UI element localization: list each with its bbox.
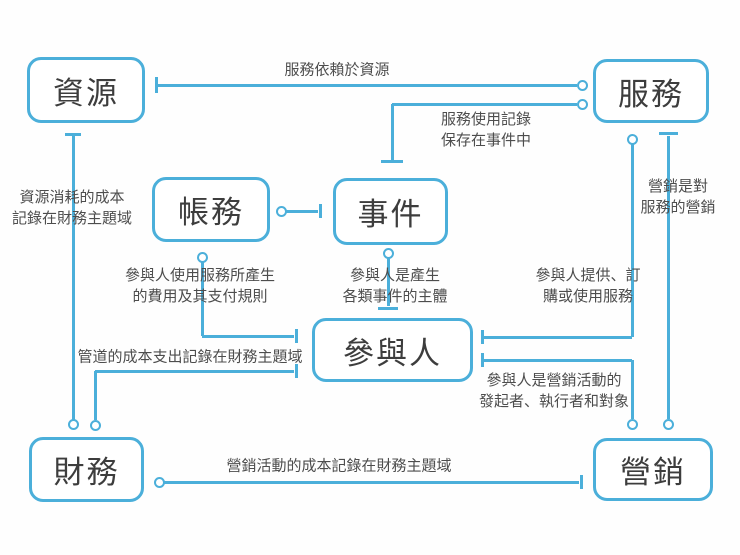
edge-resource-to-finance-line	[71, 136, 75, 420]
edge-resource-to-finance-endpoint-dot-icon	[67, 418, 79, 430]
relationship-label-line: 各類事件的主體	[342, 288, 448, 305]
edge-service-depends-on-resource-endpoint-dot-icon	[576, 79, 588, 91]
relationship-label-billing-fee-label: 參與人使用服務所產生的費用及其支付規則	[125, 265, 275, 307]
edge-participant-to-marketing-endpoint-dot-icon	[626, 418, 638, 430]
edge-finance-to-participant-arrowhead-tbar-icon	[294, 364, 298, 378]
relationship-label-pipeline-cost-label: 管道的成本支出記錄在財務主題域	[77, 347, 302, 368]
edge-marketing-to-service-line	[666, 136, 670, 419]
relationship-label-line: 參與人提供、訂	[535, 267, 641, 284]
relationship-label-line: 參與人是營銷活動的	[486, 372, 622, 389]
relationship-label-line: 營銷是對	[647, 178, 709, 195]
edge-billing-to-participant-line	[200, 262, 204, 336]
node-service: 服務	[593, 59, 709, 123]
relationship-label-event-subject-label: 參與人是產生各類事件的主體	[342, 265, 447, 307]
edge-service-depends-on-resource-arrowhead-tbar-icon	[154, 77, 158, 93]
edge-resource-to-finance-arrowhead-tbar-icon	[65, 132, 81, 136]
relationship-label-marketing-service-label: 營銷是對服務的營銷	[640, 176, 715, 218]
relationship-label-line: 服務依賴於資源	[284, 61, 390, 79]
relationship-label-line: 服務的營銷	[640, 199, 716, 216]
node-event: 事件	[333, 178, 448, 245]
edge-finance-to-marketing-arrowhead-tbar-icon	[579, 475, 583, 489]
edge-billing-to-event-line	[286, 209, 318, 213]
relationship-label-marketing-cost-label: 營銷活動的成本記錄在財務主題域	[226, 456, 451, 477]
edge-billing-to-participant-arrowhead-tbar-icon	[294, 329, 298, 343]
edge-marketing-to-service-endpoint-dot-icon	[662, 418, 674, 430]
edge-service-usage-to-event-arrowhead-tbar-icon	[381, 159, 403, 163]
relationship-label-line: 購或使用服務	[542, 288, 634, 305]
node-participant: 參與人	[312, 318, 473, 382]
edge-finance-to-participant-line	[93, 371, 97, 420]
edge-billing-to-participant-line	[202, 334, 294, 338]
edge-billing-to-event-endpoint-dot-icon	[275, 205, 287, 217]
node-participant-label: 參與人	[343, 335, 442, 371]
node-resource-label: 資源	[53, 75, 119, 111]
node-finance-label: 財務	[53, 455, 120, 490]
edge-service-to-participant-arrowhead-tbar-icon	[480, 330, 484, 344]
relationship-label-line: 的費用及其支付規則	[132, 288, 268, 305]
edge-marketing-to-service-arrowhead-tbar-icon	[659, 131, 678, 135]
node-resource: 資源	[27, 57, 145, 123]
edge-service-depends-on-resource-line	[157, 83, 577, 87]
node-marketing: 營銷	[593, 438, 713, 501]
relationship-label-line: 資源消耗的成本	[19, 189, 125, 206]
edge-participant-to-marketing-arrowhead-tbar-icon	[480, 353, 484, 367]
edge-service-to-participant-endpoint-dot-icon	[626, 133, 638, 145]
edge-finance-to-participant-endpoint-dot-icon	[89, 419, 101, 431]
edge-participant-to-marketing-line	[484, 358, 632, 362]
relationship-label-line: 服務使用記錄	[440, 111, 532, 128]
edge-event-to-participant-arrowhead-tbar-icon	[378, 306, 398, 310]
edge-event-to-participant-line	[386, 258, 390, 306]
edge-finance-to-participant-line	[95, 369, 294, 373]
relationship-label-service-depends-label: 服務依賴於資源	[284, 60, 389, 81]
node-event-label: 事件	[357, 197, 424, 232]
edge-service-usage-to-event-endpoint-dot-icon	[576, 98, 588, 110]
edge-billing-to-participant-endpoint-dot-icon	[196, 251, 208, 263]
relationship-label-line: 管道的成本支出記錄在財務主題域	[77, 348, 303, 366]
edge-participant-to-marketing-line	[630, 360, 634, 419]
edge-finance-to-marketing-endpoint-dot-icon	[153, 476, 165, 488]
relationship-label-line: 保存在事件中	[440, 132, 532, 149]
node-marketing-label: 營銷	[620, 455, 686, 490]
edge-service-to-participant-line	[484, 335, 632, 339]
node-service-label: 服務	[618, 76, 684, 112]
relationship-label-resource-cost-label: 資源消耗的成本記錄在財務主題域	[12, 187, 132, 229]
node-billing-label: 帳務	[178, 195, 244, 230]
relationship-label-line: 發起者、執行者和對象	[478, 393, 630, 410]
node-billing: 帳務	[152, 177, 270, 242]
relationship-label-line: 參與人使用服務所產生	[124, 267, 276, 284]
relationship-label-line: 參與人是產生	[349, 267, 441, 284]
edge-service-to-participant-line	[630, 144, 634, 337]
relationship-label-service-usage-label: 服務使用記錄保存在事件中	[441, 109, 531, 151]
edge-service-usage-to-event-line	[392, 102, 577, 106]
relationship-label-participant-marketing-label: 參與人是營銷活動的發起者、執行者和對象	[479, 370, 629, 412]
edge-service-usage-to-event-line	[390, 104, 394, 160]
edge-event-to-participant-endpoint-dot-icon	[382, 247, 394, 259]
edge-billing-to-event-arrowhead-tbar-icon	[318, 204, 322, 218]
edge-finance-to-marketing-line	[164, 480, 579, 484]
relationship-label-line: 記錄在財務主題域	[11, 210, 133, 227]
node-finance: 財務	[29, 437, 144, 502]
relationship-label-line: 營銷活動的成本記錄在財務主題域	[226, 457, 452, 475]
relationship-label-service-provide-label: 參與人提供、訂購或使用服務	[535, 265, 640, 307]
